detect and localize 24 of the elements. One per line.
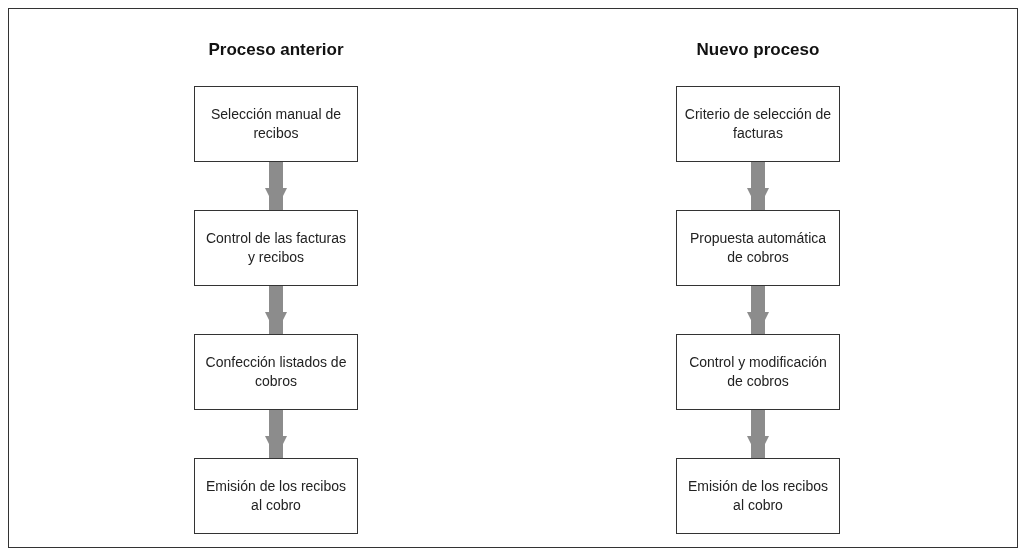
- arrow: [747, 286, 769, 334]
- column-heading: Nuevo proceso: [695, 40, 821, 60]
- box-text: Emisión de los recibos al cobro: [686, 477, 830, 515]
- arrow: [747, 410, 769, 458]
- arrow: [265, 286, 287, 334]
- box-text: Emisión de los recibos al cobro: [204, 477, 348, 515]
- box-text: Selección manual de recibos: [210, 105, 342, 143]
- process-box: [676, 458, 840, 534]
- process-box: [194, 210, 358, 286]
- process-box: [194, 86, 358, 162]
- arrow: [265, 410, 287, 458]
- column-heading: Proceso anterior: [207, 40, 345, 60]
- box-text: Criterio de selección de facturas: [683, 105, 833, 143]
- process-box: [676, 334, 840, 410]
- process-box: [676, 86, 840, 162]
- process-box: [676, 210, 840, 286]
- box-text: Control y modificación de cobros: [688, 353, 828, 391]
- box-text: Propuesta automática de cobros: [688, 229, 828, 267]
- box-text: Confección listados de cobros: [204, 353, 348, 391]
- arrow: [265, 162, 287, 210]
- process-box: [194, 334, 358, 410]
- process-box: [194, 458, 358, 534]
- arrow: [747, 162, 769, 210]
- box-text: Control de las facturas y recibos: [204, 229, 348, 267]
